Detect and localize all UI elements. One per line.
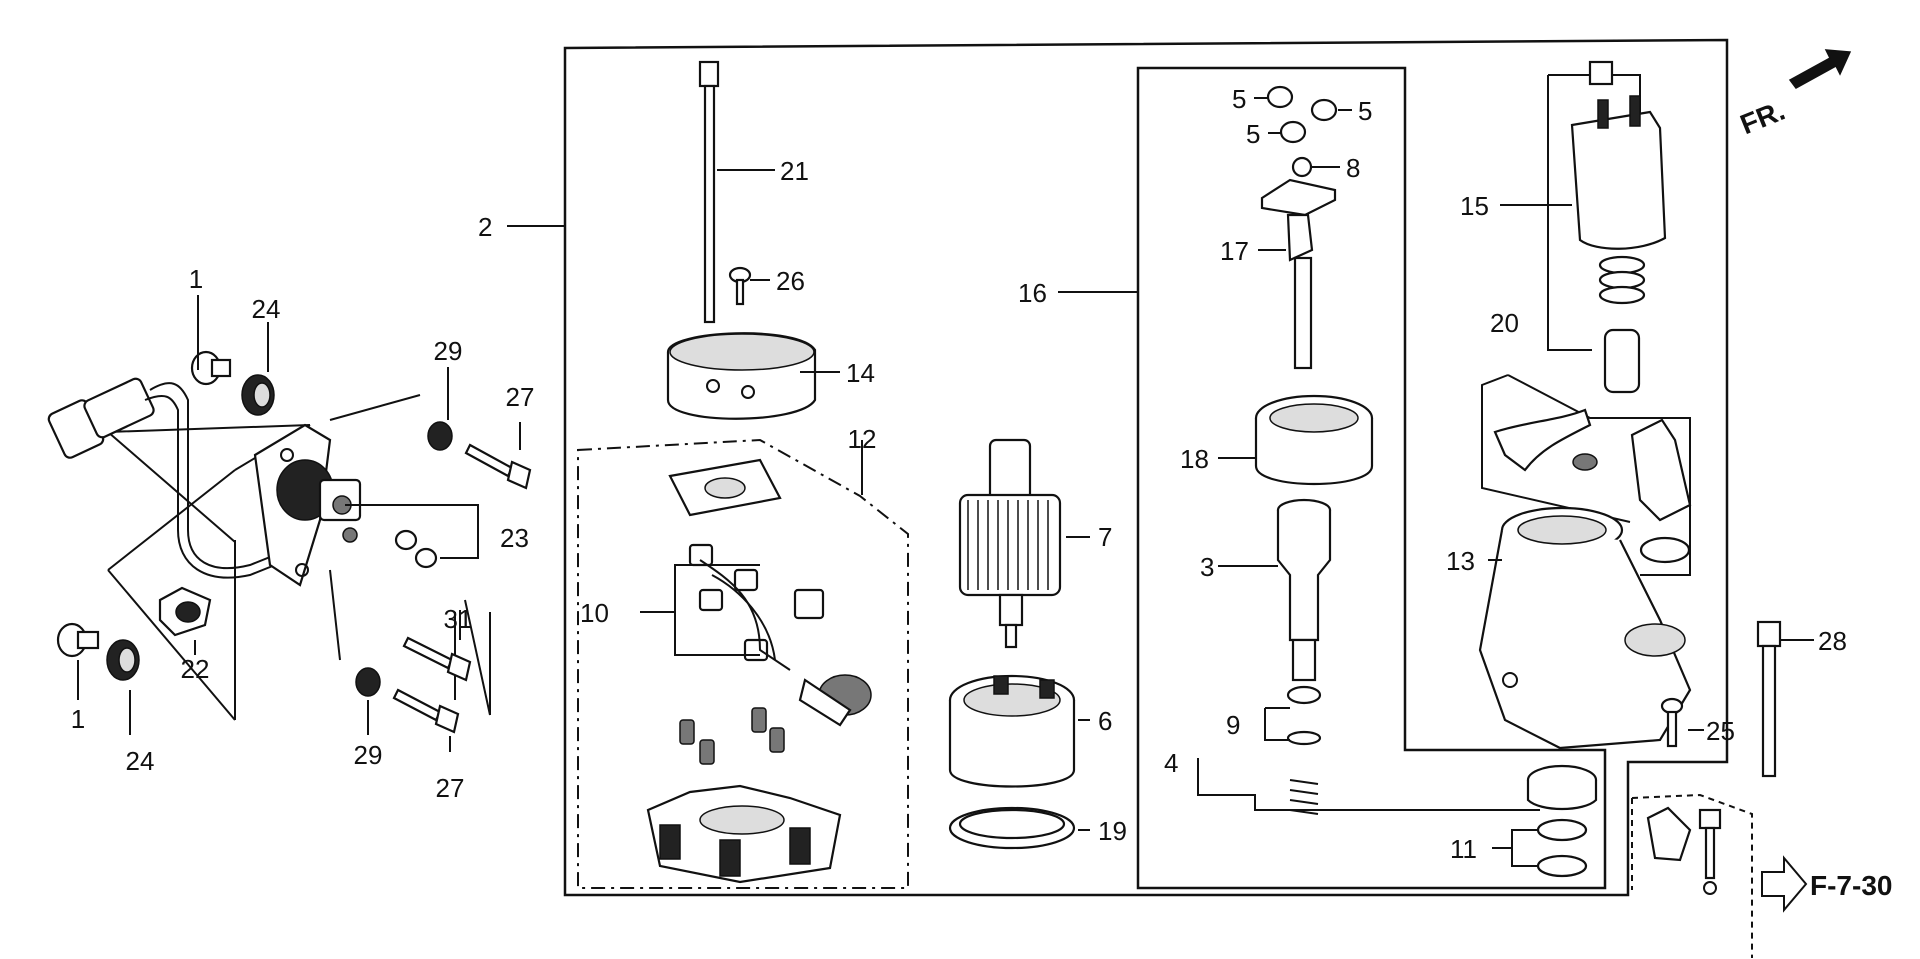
callout-3: 3 [1200,552,1214,582]
nut-upper [394,529,418,551]
bolt-25 [1660,697,1684,748]
rear-cover [666,332,817,420]
shift-lever [1493,408,1598,472]
callout-1-lower: 1 [71,704,85,734]
direction-label: FR. [1736,95,1789,141]
callout-28: 28 [1818,626,1847,656]
pinion-gear [1526,764,1598,810]
callout-25: 25 [1706,716,1735,746]
callout-19: 19 [1098,816,1127,846]
ring-gear-seal [948,806,1076,850]
bracket-4 [1197,758,1540,811]
plunger [1603,328,1641,394]
collar-set-11 [1536,818,1588,878]
harness-connector [47,377,301,579]
starter-assembly-frame [563,38,1729,897]
callout-13: 13 [1446,546,1475,576]
yoke [948,674,1076,788]
callout-5-left-top: 5 [1232,84,1246,114]
callout-11: 11 [1450,834,1477,864]
front-direction-indicator: FR. [1736,49,1852,141]
screw-26 [728,266,752,306]
through-bolt [698,60,720,324]
callout-1-upper: 1 [189,264,203,294]
callout-7: 7 [1098,522,1112,552]
bolt-lower [392,688,460,734]
brush-set [688,543,872,727]
callout-24-upper: 24 [252,294,281,324]
bolt-31 [402,636,472,682]
armature [958,438,1062,649]
callout-5-right: 5 [1358,96,1372,126]
callout-16: 16 [1018,278,1047,308]
callout-23: 23 [500,523,529,553]
callout-29-lower: 29 [354,740,383,770]
callout-17: 17 [1220,236,1249,266]
bracket-11 [1492,829,1538,867]
nuts-5 [1266,85,1338,144]
callout-27-lower: 27 [436,773,465,803]
callout-10: 10 [580,598,609,628]
arrow-front-icon [1788,49,1852,89]
brush-springs [679,707,785,765]
callout-21: 21 [780,156,809,186]
leader-lines [77,97,1814,831]
callout-20: 20 [1490,308,1519,338]
callout-12: 12 [848,424,877,454]
callout-4: 4 [1164,748,1178,778]
brush-holder [646,784,842,884]
lever-group-frame [1481,374,1691,576]
hollow-arrow-icon [1761,855,1808,913]
brush-holder-plate [668,458,782,517]
terminal-boot [158,586,212,637]
callout-24-lower: 24 [126,746,155,776]
callout-8: 8 [1346,153,1360,183]
inset-clamp [1646,806,1722,895]
callout-26: 26 [776,266,805,296]
washer-upper [427,421,453,451]
callout-31: 31 [444,604,473,634]
rubber-mount-lower [106,639,140,681]
nut-lower [414,547,438,569]
rubber-mount-upper [241,374,275,416]
reference-indicator: F-7-30 [1761,855,1892,913]
pinion-clutch [1276,498,1332,682]
bracket-9 [1264,707,1290,741]
callout-5-left-bottom: 5 [1246,119,1260,149]
inset-dashed-frame [1631,793,1753,958]
callout-27-upper: 27 [506,382,535,412]
plunger-spring [1598,255,1646,305]
bolt-28 [1756,620,1782,778]
callout-14: 14 [846,358,875,388]
spring-set-9 [1286,685,1322,815]
magnetic-switch [253,423,362,587]
callout-2: 2 [478,212,492,242]
armature-group-frame [1136,66,1607,890]
callout-18: 18 [1180,444,1209,474]
reference-label: F-7-30 [1810,870,1892,901]
callout-15: 15 [1460,191,1489,221]
steel-ball [1291,156,1313,178]
callout-6: 6 [1098,706,1112,736]
internal-gear [1254,394,1374,485]
solenoid [1570,60,1667,250]
callout-22: 22 [181,654,210,684]
washer-lower [355,667,381,697]
brush-holder-group-frame [577,438,909,889]
grommet-lower [56,622,100,658]
callout-29-upper: 29 [434,336,463,366]
magnetic-switch-group [47,350,532,734]
callouts: 1 24 29 27 23 31 22 1 24 29 27 2 21 26 1… [71,84,1847,864]
shaft-assembly [1260,178,1337,370]
front-housing [1478,506,1692,750]
bolt-upper [464,443,532,490]
callout-9: 9 [1226,710,1240,740]
lever-plate [1630,418,1692,564]
